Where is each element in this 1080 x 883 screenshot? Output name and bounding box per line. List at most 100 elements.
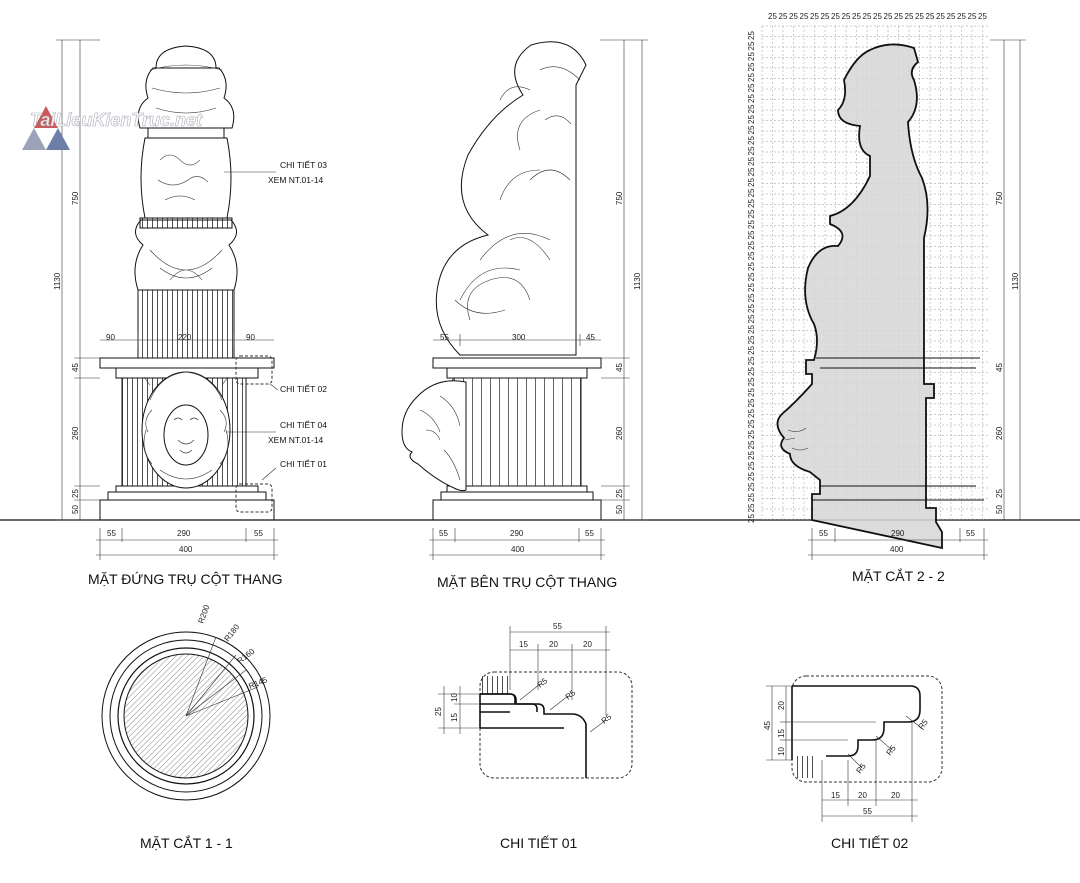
d01-dim-1: 15 <box>519 640 528 649</box>
grid-label-left: 25 <box>747 41 756 50</box>
grid-label-left: 25 <box>747 419 756 428</box>
grid-label-top: 25 <box>947 12 956 21</box>
s22-dim-260: 260 <box>995 426 1004 440</box>
grid-label-top: 25 <box>768 12 777 21</box>
grid-label-top: 25 <box>884 12 893 21</box>
d01-dim-left-25: 25 <box>434 707 443 716</box>
d01-dim-3: 20 <box>583 640 592 649</box>
side-title: MẶT BÊN TRỤ CỘT THANG <box>437 574 617 590</box>
grid-label-top: 25 <box>842 12 851 21</box>
d02-dim-left-20: 20 <box>777 701 786 710</box>
grid-label-top: 25 <box>873 12 882 21</box>
watermark-logo: TaiLieuKienTruc.net <box>22 106 203 150</box>
front-dim-bottom-1: 55 <box>107 529 116 538</box>
grid-label-left: 25 <box>747 451 756 460</box>
grid-label-left: 25 <box>747 503 756 512</box>
d02-r3: R5 <box>854 761 868 775</box>
watermark-text: TaiLieuKienTruc.net <box>30 110 203 130</box>
note-xem-1: XEM NT.01-14 <box>268 175 324 185</box>
d01-dim-left-10: 10 <box>450 693 459 702</box>
grid-label-left: 25 <box>747 293 756 302</box>
s22-dim-bottom-1: 55 <box>819 529 828 538</box>
grid-label-top: 25 <box>789 12 798 21</box>
front-dim-top-1: 90 <box>106 333 115 342</box>
grid-label-left: 25 <box>747 188 756 197</box>
grid-label-top: 25 <box>915 12 924 21</box>
grid-label-top: 25 <box>905 12 914 21</box>
s22-dim-25: 25 <box>995 489 1004 498</box>
front-dim-left-1130: 1130 <box>53 272 62 290</box>
s22-dim-total: 400 <box>890 545 904 554</box>
s22-dim-1130: 1130 <box>1011 272 1020 290</box>
grid-label-left: 25 <box>747 104 756 113</box>
grid-label-left: 25 <box>747 209 756 218</box>
note-chi-tiet-04: CHI TIẾT 04 <box>280 420 327 430</box>
grid-label-left: 25 <box>747 73 756 82</box>
grid-label-left: 25 <box>747 262 756 271</box>
s11-radius-3: R160 <box>236 646 257 665</box>
detail-01 <box>438 626 633 779</box>
grid-label-left: 25 <box>747 251 756 260</box>
side-dim-45: 45 <box>615 363 624 372</box>
grid-label-left: 25 <box>747 388 756 397</box>
grid-label-left: 25 <box>747 199 756 208</box>
side-dim-260: 260 <box>615 426 624 440</box>
grid-label-left: 25 <box>747 356 756 365</box>
grid-label-left: 25 <box>747 62 756 71</box>
note-chi-tiet-01: CHI TIẾT 01 <box>280 459 327 469</box>
front-dim-top-2: 220 <box>178 333 192 342</box>
grid-label-left: 25 <box>747 304 756 313</box>
front-dim-left-25: 25 <box>71 489 80 498</box>
side-dim-50: 50 <box>615 505 624 514</box>
side-dim-top-3: 45 <box>586 333 595 342</box>
grid-label-left: 25 <box>747 472 756 481</box>
section22-title: MẶT CẮT 2 - 2 <box>852 567 945 584</box>
section-2-2 <box>761 25 1026 560</box>
grid-label-left: 25 <box>747 115 756 124</box>
grid-label-top: 25 <box>936 12 945 21</box>
grid-label-top: 25 <box>926 12 935 21</box>
grid-label-left: 25 <box>747 125 756 134</box>
front-dim-top-3: 90 <box>246 333 255 342</box>
d02-dim-3: 20 <box>891 791 900 800</box>
side-dim-25: 25 <box>615 489 624 498</box>
grid-label-top: 25 <box>779 12 788 21</box>
s22-dim-bottom-2: 290 <box>891 529 905 538</box>
grid-label-left: 25 <box>747 178 756 187</box>
grid-label-left: 25 <box>747 83 756 92</box>
side-dim-top-2: 300 <box>512 333 526 342</box>
front-dim-total: 400 <box>179 545 193 554</box>
side-dim-bottom-1: 55 <box>439 529 448 538</box>
grid-label-left: 25 <box>747 314 756 323</box>
grid-label-top: 25 <box>957 12 966 21</box>
grid-label-top: 25 <box>821 12 830 21</box>
front-dim-left-260: 260 <box>71 426 80 440</box>
s11-radius-2: R180 <box>222 622 241 643</box>
note-xem-2: XEM NT.01-14 <box>268 435 324 445</box>
front-dim-bottom-2: 290 <box>177 529 191 538</box>
s11-radius-1: R200 <box>196 603 211 625</box>
grid-label-top: 25 <box>863 12 872 21</box>
front-elevation <box>56 39 279 560</box>
lion-head-front <box>141 371 231 489</box>
front-dim-bottom-3: 55 <box>254 529 263 538</box>
grid-label-left: 25 <box>747 220 756 229</box>
note-chi-tiet-03: CHI TIẾT 03 <box>280 160 327 170</box>
grid-label-left: 25 <box>747 136 756 145</box>
side-dim-bottom-2: 290 <box>510 529 524 538</box>
s22-dim-bottom-3: 55 <box>966 529 975 538</box>
grid-label-left: 25 <box>747 461 756 470</box>
grid-label-top: 25 <box>968 12 977 21</box>
grid-label-left: 25 <box>747 31 756 40</box>
grid-label-left: 25 <box>747 493 756 502</box>
section-1-1 <box>101 631 271 801</box>
d02-dim-2: 20 <box>858 791 867 800</box>
grid-label-top: 25 <box>800 12 809 21</box>
s22-dim-50: 50 <box>995 505 1004 514</box>
front-dim-left-50: 50 <box>71 505 80 514</box>
d02-dim-1: 15 <box>831 791 840 800</box>
grid-label-left: 25 <box>747 398 756 407</box>
front-dim-left-45: 45 <box>71 363 80 372</box>
grid-label-top: 25 <box>831 12 840 21</box>
grid-label-left: 25 <box>747 157 756 166</box>
